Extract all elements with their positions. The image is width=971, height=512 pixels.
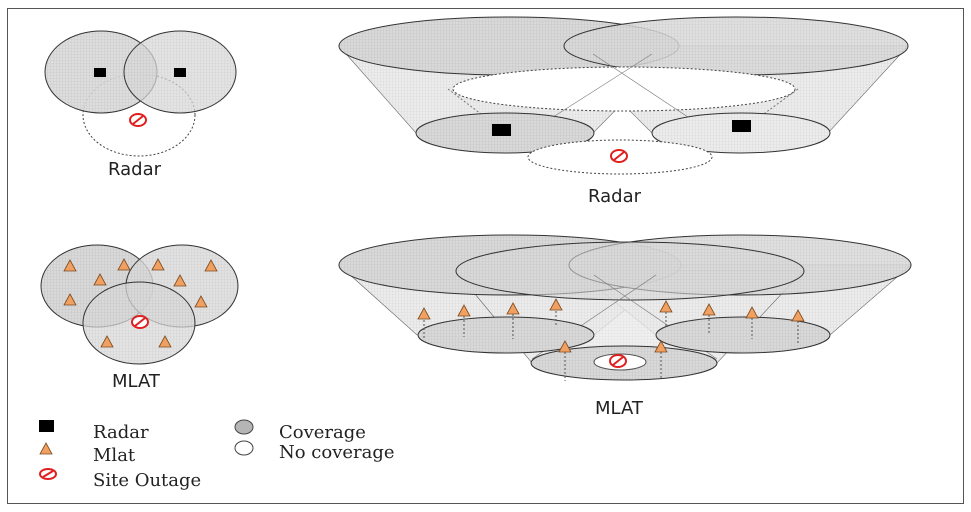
legend-site-outage-label: Site Outage: [93, 470, 202, 491]
radar-legend-icon: [39, 420, 54, 432]
outage-legend-icon: [39, 468, 57, 480]
site-outage-icon: [131, 315, 149, 329]
radar-site-marker: [492, 124, 511, 136]
coverage-base-right: [655, 316, 831, 354]
radar-3d-diagram: [338, 16, 909, 175]
no-coverage-legend-icon: [234, 440, 254, 456]
legend-radar-label: Radar: [93, 422, 149, 443]
mlat-3d-diagram: [338, 234, 912, 381]
mlat-2d-diagram: [40, 244, 239, 365]
mlat-2d-caption: MLAT: [112, 371, 160, 392]
legend-no-coverage-label: No coverage: [279, 442, 395, 463]
figure-frame: Radar Radar MLAT MLAT Radar Mlat Site Ou…: [7, 8, 964, 504]
radar-2d-caption: Radar: [108, 159, 161, 180]
radar-2d-diagram: [44, 30, 237, 157]
legend-symbols: [39, 419, 254, 480]
coverage-top-middle: [455, 241, 805, 301]
coverage-base-right: [651, 112, 831, 154]
mlat-3d-caption: MLAT: [595, 398, 643, 419]
coverage-legend-icon: [234, 419, 254, 435]
legend-mlat-label: Mlat: [93, 445, 136, 466]
coverage-base-left: [417, 316, 595, 354]
no-coverage-region: [452, 66, 796, 112]
radar-site-marker: [174, 68, 186, 77]
site-outage-icon: [609, 354, 627, 368]
site-outage-icon: [610, 149, 628, 163]
mlat-legend-icon: [39, 442, 53, 455]
legend-coverage-label: Coverage: [279, 422, 366, 443]
diagram-canvas: [39, 16, 912, 480]
radar-3d-caption: Radar: [588, 186, 641, 207]
coverage-top-right: [563, 16, 909, 76]
site-outage-icon: [129, 113, 147, 127]
radar-site-marker: [732, 120, 751, 132]
radar-site-marker: [94, 68, 106, 77]
